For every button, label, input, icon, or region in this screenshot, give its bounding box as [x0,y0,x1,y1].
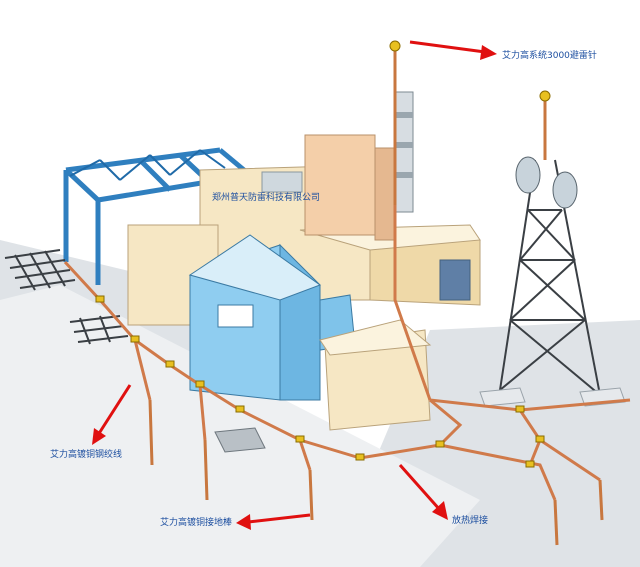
antenna-dish-right [552,171,578,209]
label-lightning-rod: 艾力高系统3000避雷针 [502,49,597,61]
skylight [261,171,303,193]
annotation-arrows [92,40,497,530]
label-ground-rod: 艾力高镀铜接地棒 [160,516,232,528]
weld-connectors [95,295,545,468]
blue-building-window [217,304,254,328]
tall-block-side [374,147,396,241]
grounding-mesh [4,249,76,291]
grounding-grid-plate [69,315,129,345]
tall-block [304,134,376,236]
blue-building-roof [188,234,322,301]
window-grid [439,259,471,301]
steel-canopy-truss [69,149,226,181]
tower-rod-tip [539,90,551,102]
chimney [394,91,414,213]
inspection-plate [214,427,266,453]
tower-footing-left [479,387,526,407]
antenna-dish-left [515,156,541,194]
company-sign: 郑州普天防雷科技有限公司 [212,191,320,203]
lightning-rod-tip [389,40,401,52]
ground-rods [148,399,604,546]
small-building-roof [319,319,432,356]
label-exothermic-weld: 放热焊接 [452,514,488,526]
label-copper-strand: 艾力高镀铜钢绞线 [50,448,122,460]
road [0,285,480,567]
